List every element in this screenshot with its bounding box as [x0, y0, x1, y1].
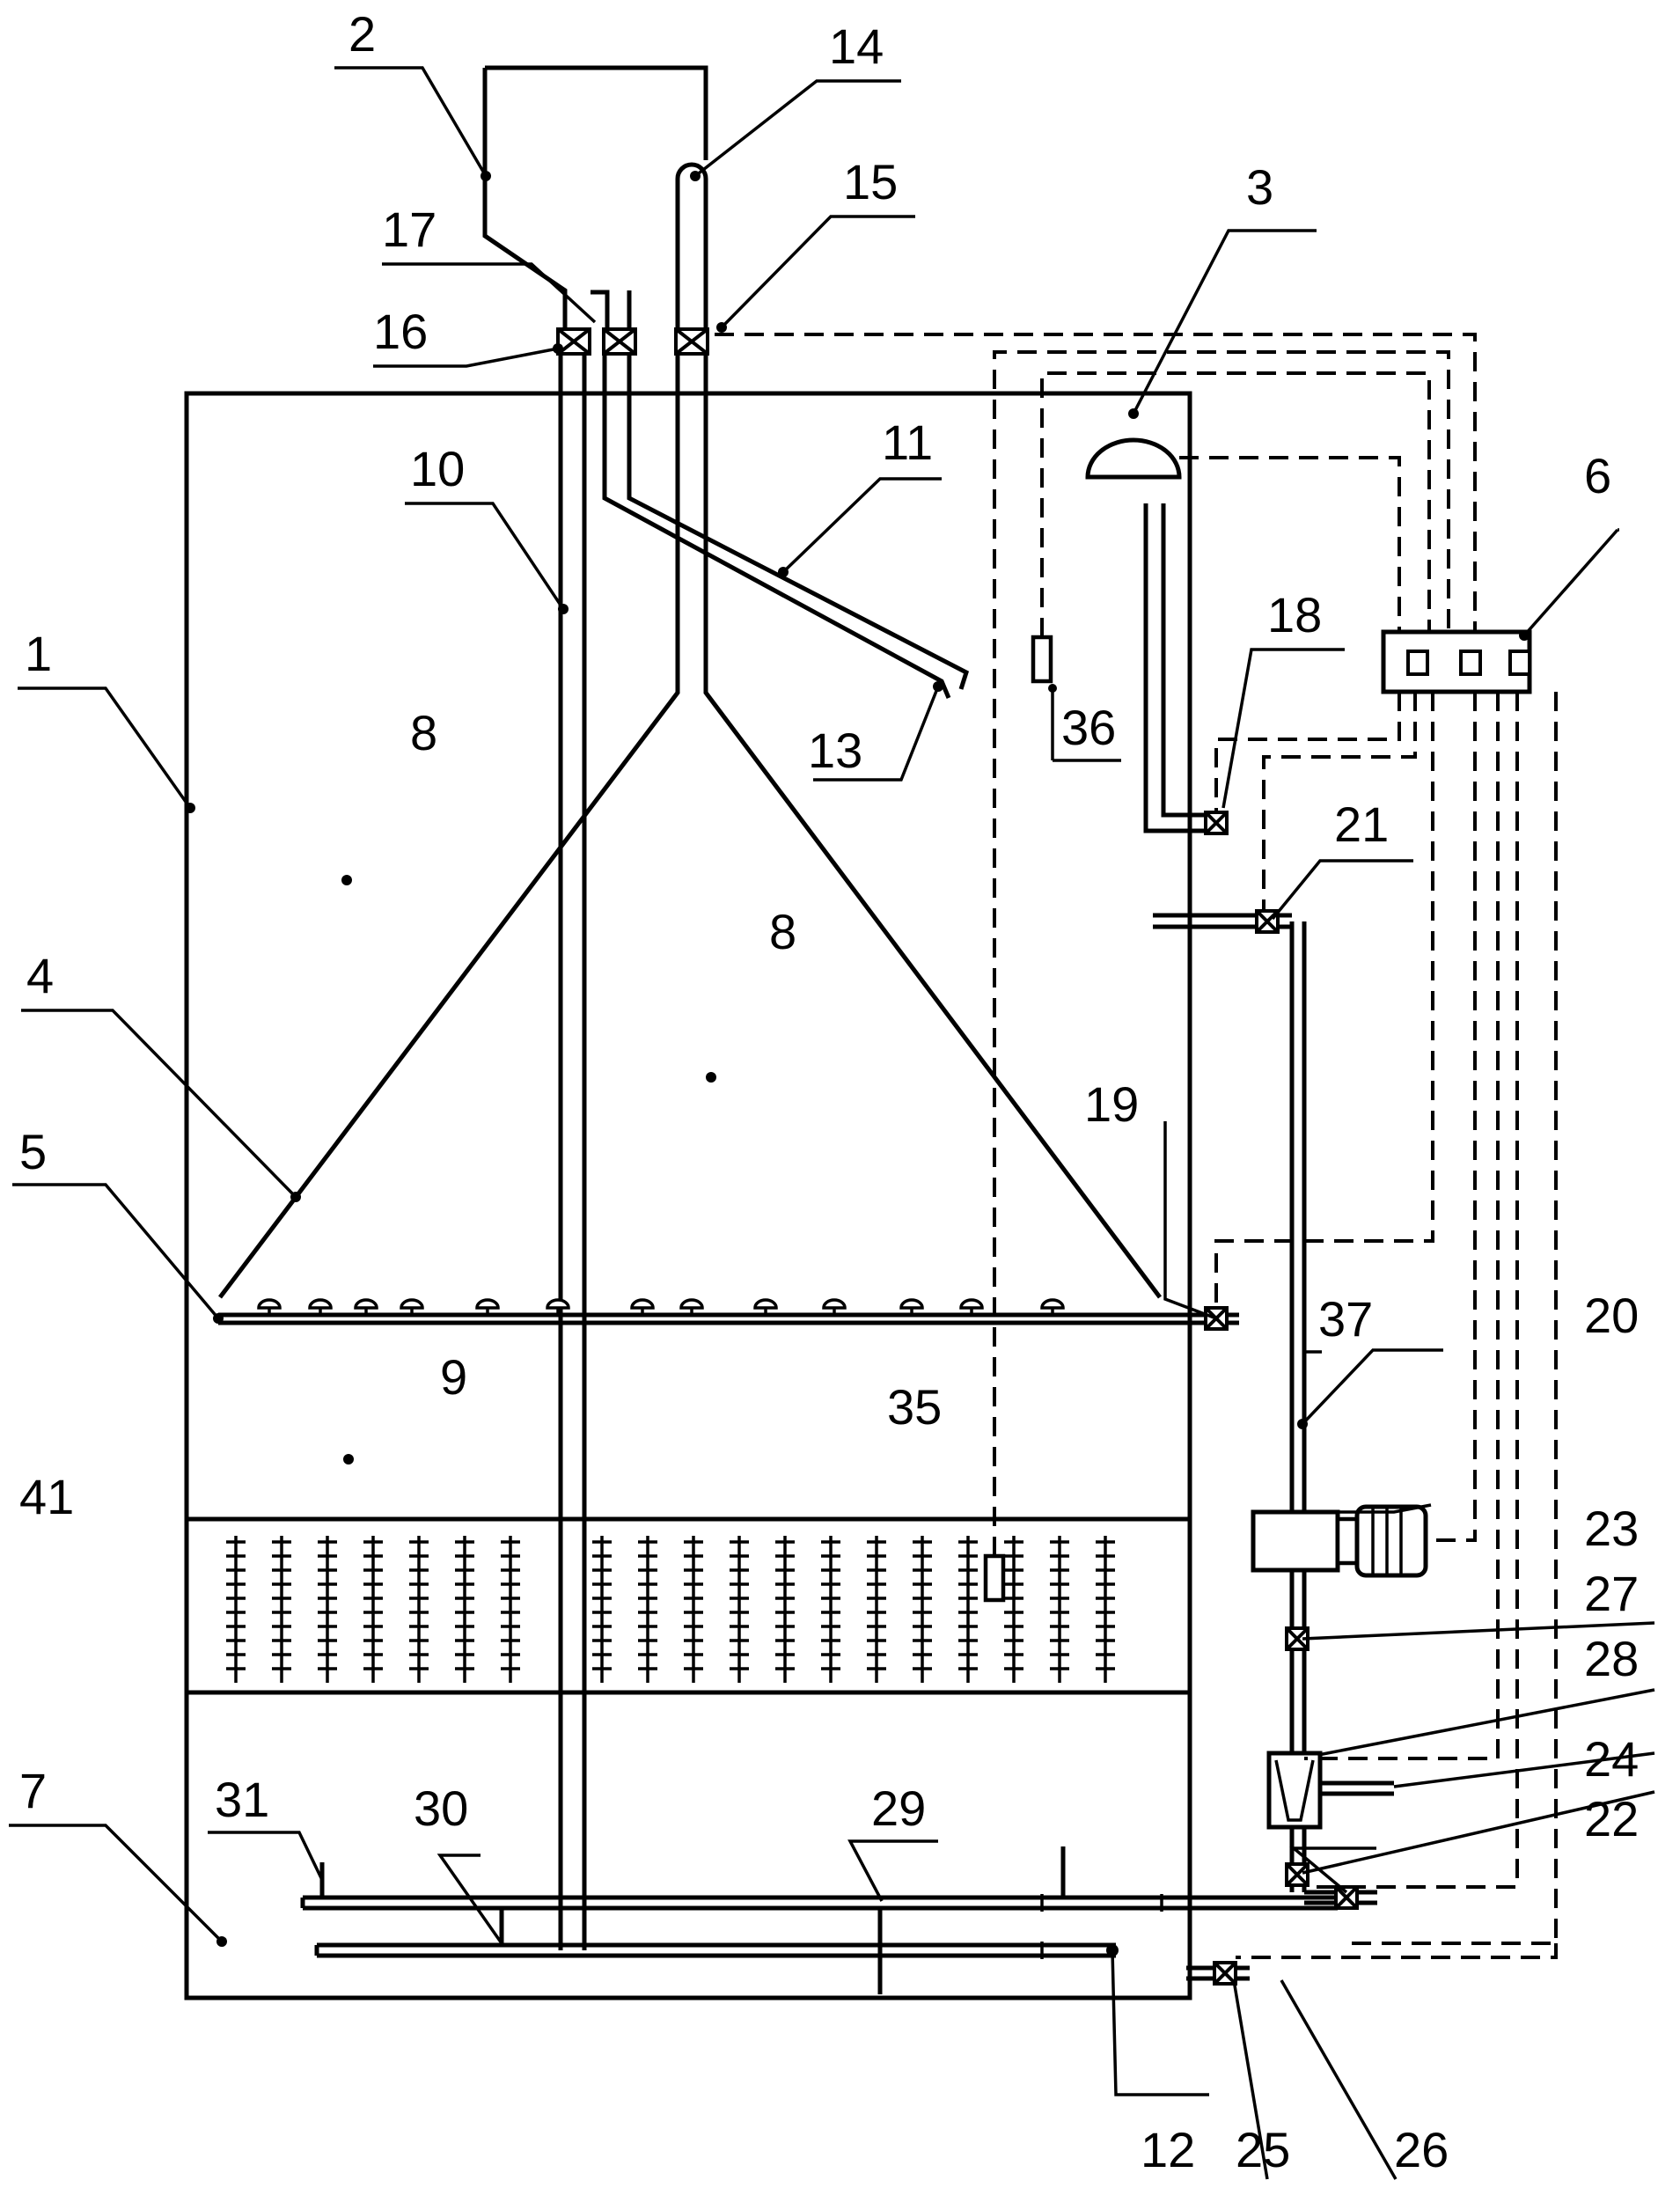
- valve-icon: [1285, 1862, 1310, 1887]
- label-31: 31: [215, 1772, 269, 1827]
- nozzle-row: [257, 1298, 1065, 1317]
- valve-icon: [674, 327, 709, 356]
- label-15: 15: [843, 154, 898, 209]
- reactor-tank: [184, 391, 1192, 2000]
- label-37: 37: [1318, 1291, 1373, 1347]
- label-5: 5: [19, 1124, 47, 1179]
- recirculation-pipe: [1153, 913, 1377, 1981]
- label-7: 7: [19, 1763, 47, 1818]
- pipe-11: [602, 290, 970, 699]
- label-35: 35: [887, 1379, 942, 1435]
- label-8a: 8: [410, 705, 437, 760]
- label-4: 4: [26, 948, 54, 1003]
- label-26: 26: [1394, 2122, 1449, 2177]
- pump-icon: [1251, 1504, 1428, 1578]
- gas-holder-icon: [1085, 437, 1204, 833]
- control-signal-lines: [715, 333, 1558, 1959]
- label-28: 28: [1584, 1631, 1639, 1686]
- label-3: 3: [1246, 159, 1273, 215]
- label-30: 30: [414, 1780, 468, 1836]
- label-14: 14: [829, 18, 884, 74]
- label-22: 22: [1584, 1791, 1639, 1846]
- label-41: 41: [19, 1469, 74, 1524]
- label-19: 19: [1084, 1076, 1139, 1132]
- label-12: 12: [1141, 2122, 1195, 2177]
- label-9: 9: [440, 1349, 467, 1405]
- label-21: 21: [1334, 797, 1389, 852]
- label-8b: 8: [769, 904, 796, 959]
- label-17: 17: [382, 202, 437, 257]
- label-29: 29: [871, 1780, 926, 1836]
- valve-icon: [1334, 1885, 1359, 1910]
- label-10: 10: [410, 441, 465, 496]
- label-13: 13: [808, 723, 862, 778]
- sensor-icon: [1031, 635, 1053, 684]
- pipe-10: [558, 334, 587, 1950]
- valve-icon: [602, 327, 637, 356]
- label-20: 20: [1584, 1288, 1639, 1343]
- label-16: 16: [373, 304, 428, 359]
- distribution-pipe: [213, 1298, 1225, 1325]
- bottom-pipes: [300, 1846, 1338, 1994]
- reference-numbers: 1 2 3 4 5 6 7 8 8 9 10 11 12 13 14 15 16…: [19, 6, 1639, 2177]
- packing-media: [226, 1536, 1115, 1683]
- valve-icon: [1204, 811, 1229, 835]
- label-2: 2: [348, 6, 376, 62]
- label-36: 36: [1061, 700, 1116, 755]
- control-box-icon: [1381, 629, 1532, 694]
- label-6: 6: [1584, 448, 1611, 503]
- sensor-icon: [983, 1553, 1006, 1603]
- label-24: 24: [1584, 1731, 1639, 1787]
- label-11: 11: [882, 415, 933, 470]
- label-25: 25: [1236, 2122, 1290, 2177]
- label-18: 18: [1267, 587, 1322, 642]
- feed-hopper: [482, 65, 708, 334]
- label-1: 1: [25, 626, 52, 681]
- flowmeter-icon: [1266, 1751, 1394, 1830]
- label-23: 23: [1584, 1501, 1639, 1556]
- label-27: 27: [1584, 1566, 1639, 1621]
- leader-lines: [9, 66, 1655, 2180]
